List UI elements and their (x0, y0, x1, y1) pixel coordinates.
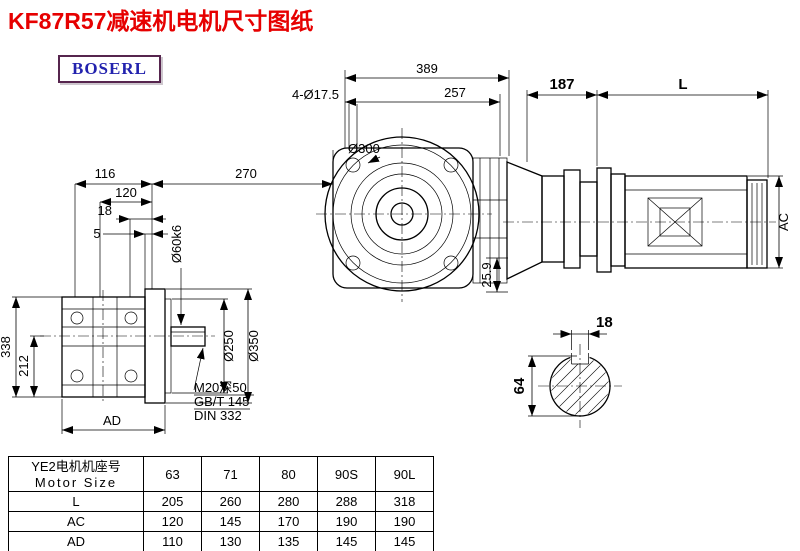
table-row-AD: AD 110 130 135 145 145 (8, 531, 434, 551)
front-view-dimensions: 389 257 4-Ø17.5 Ø300 (292, 61, 510, 164)
table-cell: 280 (259, 491, 318, 512)
column-header: 90S (317, 456, 376, 492)
column-header: 63 (143, 456, 202, 492)
brand-logo: BOSERL (58, 55, 161, 83)
side-view (503, 161, 776, 281)
table-cell: 260 (201, 491, 260, 512)
header-cn: YE2电机机座号 (31, 458, 121, 474)
row-label: AC (8, 511, 144, 532)
dim-116: 116 (95, 166, 116, 181)
column-header: 71 (201, 456, 260, 492)
table-cell: 120 (143, 511, 202, 532)
table-cell: 170 (259, 511, 318, 532)
bolt-hole (443, 255, 459, 271)
table-cell: 288 (317, 491, 376, 512)
dim-5: 5 (93, 226, 100, 241)
table-cell: 145 (375, 531, 434, 551)
bolt-hole (345, 255, 361, 271)
table-cell: 205 (143, 491, 202, 512)
dim-bolt-holes: 4-Ø17.5 (292, 87, 339, 102)
table-cell: 318 (375, 491, 434, 512)
table-header-motor-size: YE2电机机座号 Motor Size (8, 456, 144, 492)
table-row-AC: AC 120 145 170 190 190 (8, 511, 434, 532)
dim-motor-height: AC (776, 213, 791, 231)
table-cell: 130 (201, 531, 260, 551)
note-tap-hole: M20深50 (194, 380, 247, 395)
front-view (316, 128, 508, 302)
dim-338: 338 (0, 336, 13, 358)
table-header-row: YE2电机机座号 Motor Size 63 71 80 90S 90L (8, 456, 434, 492)
dim-shaft-dia: Ø60k6 (169, 225, 184, 263)
bolt-hole (345, 157, 361, 173)
left-view (40, 288, 215, 404)
left-view-dimensions: 116 270 120 18 5 Ø60k6 Ø250 Ø350 (0, 150, 334, 434)
dim-overall-width: 389 (416, 61, 438, 76)
table-cell: 190 (375, 511, 434, 532)
table-cell: 135 (259, 531, 318, 551)
output-flange (144, 288, 166, 404)
shaft-section-view: 18 64 (511, 314, 622, 428)
dim-18: 18 (98, 203, 112, 218)
note-din-standard: DIN 332 (194, 408, 242, 423)
dim-270: 270 (235, 166, 257, 181)
dim-gear-length: 187 (549, 76, 574, 93)
side-view-dimensions: 187 L AC 25.9 (479, 76, 791, 293)
dim-motor-length: L (678, 76, 687, 93)
fan-cover (746, 179, 768, 269)
motor-size-table: YE2电机机座号 Motor Size 63 71 80 90S 90L L 2… (8, 456, 434, 551)
output-shaft (170, 326, 206, 347)
row-label: L (8, 491, 144, 512)
table-cell: 190 (317, 511, 376, 532)
header-en: Motor Size (34, 474, 118, 490)
dim-shaft-end-dia: 64 (511, 377, 528, 394)
dim-spigot-dia: Ø250 (221, 330, 236, 362)
dim-bolt-circle: Ø300 (348, 141, 380, 156)
dim-inner-width: 257 (444, 85, 466, 100)
table-cell: 110 (143, 531, 202, 551)
dim-212: 212 (16, 355, 31, 377)
note-gb-standard: GB/T 145 (194, 394, 249, 409)
dim-flange-dia: Ø350 (246, 330, 261, 362)
bolt-hole (443, 157, 459, 173)
dim-offset: 25.9 (479, 262, 494, 287)
page-title: KF87R57减速机电机尺寸图纸 (8, 8, 314, 34)
column-header: 90L (375, 456, 434, 492)
table-cell: 145 (201, 511, 260, 532)
column-header: 80 (259, 456, 318, 492)
dim-ad: AD (103, 413, 121, 428)
dim-key-width: 18 (596, 314, 613, 331)
table-cell: 145 (317, 531, 376, 551)
dim-120: 120 (115, 185, 137, 200)
table-row-L: L 205 260 280 288 318 (8, 491, 434, 512)
row-label: AD (8, 531, 144, 551)
